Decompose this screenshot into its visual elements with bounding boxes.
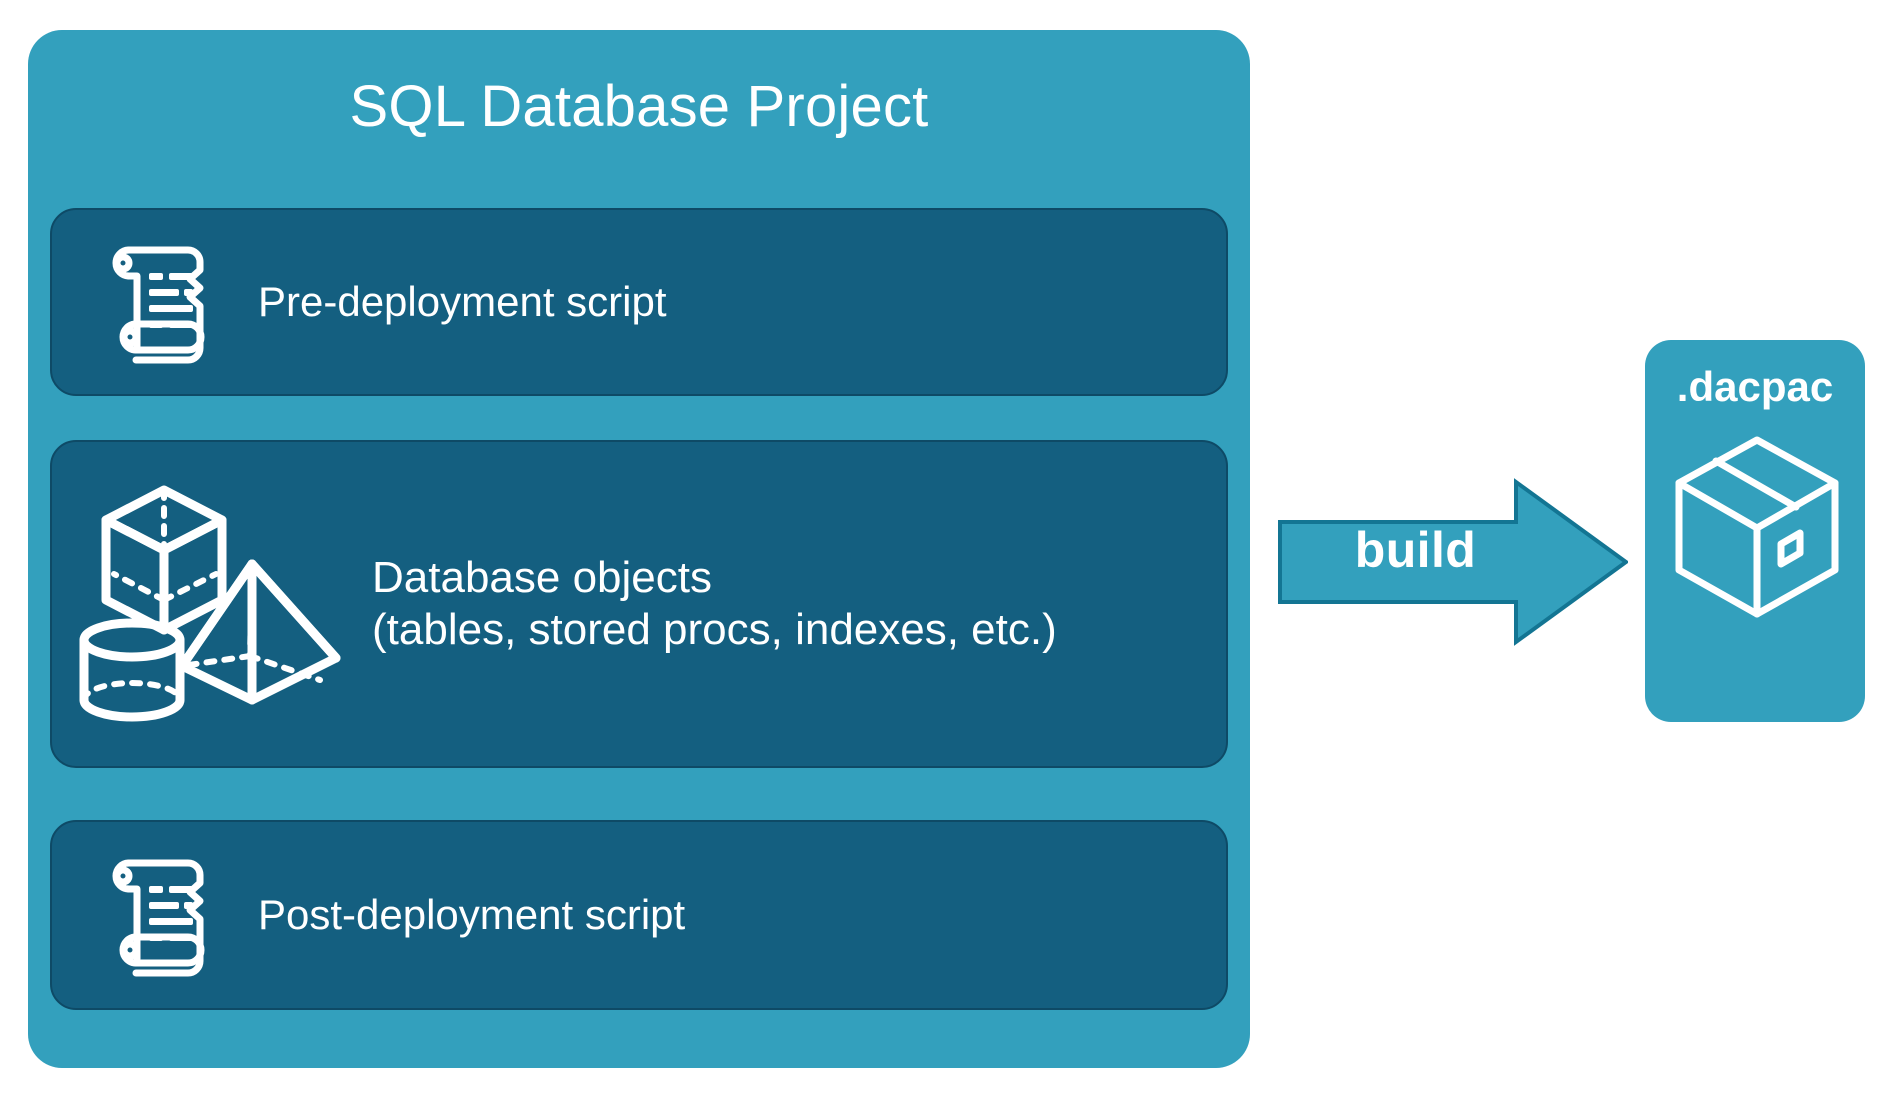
cylinder-hidden-edge xyxy=(81,680,183,703)
3d-shapes-icon xyxy=(79,485,341,722)
card-pre-deployment[interactable]: Pre-deployment script xyxy=(50,208,1228,396)
package-box-icon xyxy=(1675,436,1839,618)
card-database-objects-label: Database objects (tables, stored procs, … xyxy=(372,553,1057,654)
arrow-right-icon xyxy=(1278,478,1628,646)
scroll-lines xyxy=(149,886,193,941)
scroll-icon-wrapper-post xyxy=(52,851,258,979)
scroll-icon xyxy=(112,246,205,364)
card-post-deployment[interactable]: Post-deployment script xyxy=(50,820,1228,1010)
pyramid-hidden-edges xyxy=(179,561,323,683)
pyramid-icon xyxy=(177,559,341,705)
scroll-lines xyxy=(149,273,193,328)
scroll-icon xyxy=(112,859,205,977)
cylinder-icon xyxy=(79,618,185,722)
sql-database-project-panel: SQL Database Project xyxy=(28,30,1250,1068)
card-post-deployment-label: Post-deployment script xyxy=(258,891,686,939)
dacpac-title: .dacpac xyxy=(1676,363,1834,410)
page-title: SQL Database Project xyxy=(349,74,929,139)
card-pre-deployment-label: Pre-deployment script xyxy=(258,278,667,326)
scroll-icon-wrapper xyxy=(52,238,258,366)
3d-shapes-icon-wrapper xyxy=(52,468,372,740)
card-database-objects[interactable]: Database objects (tables, stored procs, … xyxy=(50,440,1228,768)
dacpac-output-panel[interactable]: .dacpac xyxy=(1645,340,1865,722)
build-arrow xyxy=(1278,478,1628,646)
cube-hidden-edges xyxy=(111,487,219,603)
